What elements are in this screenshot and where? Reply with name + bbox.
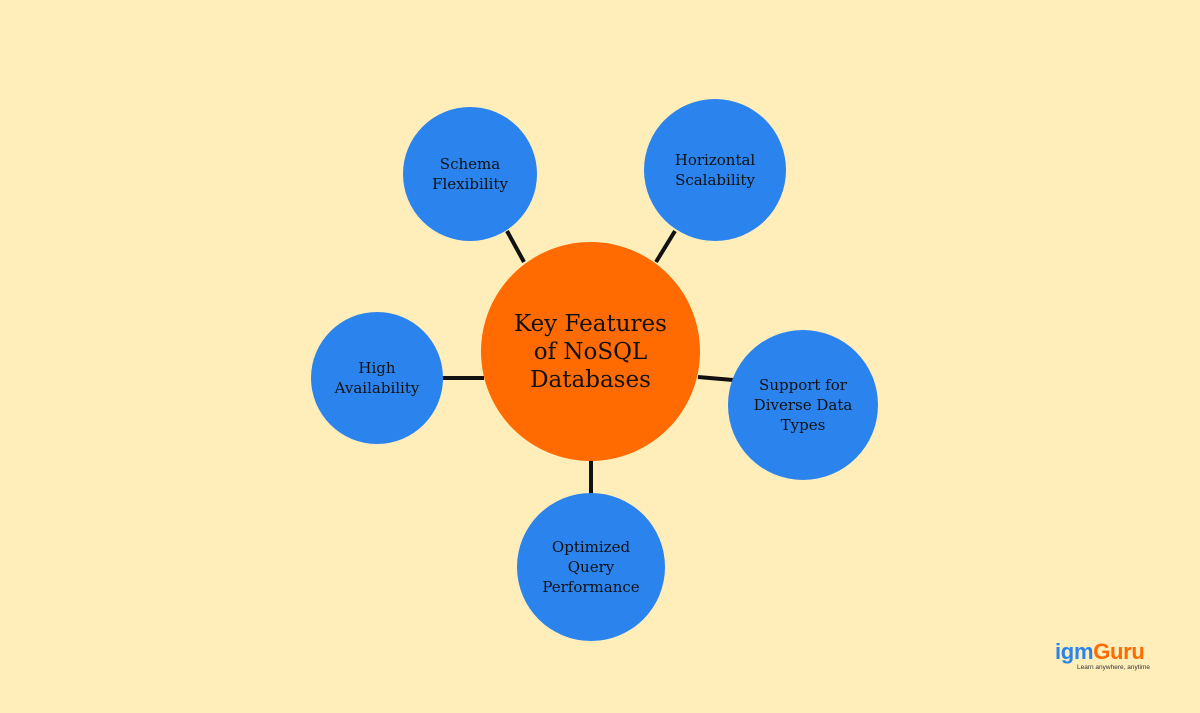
feature-node-schema-flexibility: Schema Flexibility xyxy=(403,107,537,241)
feature-node-high-availability: High Availability xyxy=(311,312,443,444)
connector-horizontal-scalability xyxy=(654,229,677,264)
feature-label-optimized-query-performance: Optimized Query Performance xyxy=(542,538,640,596)
connector-diverse-data-types xyxy=(697,375,734,382)
central-topic-label: Key Features of NoSQL Databases xyxy=(514,310,667,393)
brand-name-part-guru: Guru xyxy=(1093,639,1145,664)
feature-label-high-availability: High Availability xyxy=(334,359,420,397)
feature-label-schema-flexibility: Schema Flexibility xyxy=(432,155,508,193)
connector-schema-flexibility xyxy=(505,230,526,263)
brand-name-part-igm: igm xyxy=(1055,639,1094,664)
brand-wordmark: igmGuru xyxy=(1055,640,1165,664)
feature-label-diverse-data-types: Support for Diverse Data Types xyxy=(753,376,853,434)
feature-node-optimized-query-performance: Optimized Query Performance xyxy=(517,493,665,641)
central-topic-node: Key Features of NoSQL Databases xyxy=(481,242,700,461)
feature-node-diverse-data-types: Support for Diverse Data Types xyxy=(728,330,878,480)
brand-tagline: Learn anywhere, anytime xyxy=(1077,664,1150,671)
feature-node-horizontal-scalability: Horizontal Scalability xyxy=(644,99,786,241)
brand-logo: igmGuru Learn anywhere, anytime xyxy=(1055,640,1165,676)
feature-label-horizontal-scalability: Horizontal Scalability xyxy=(674,151,756,189)
